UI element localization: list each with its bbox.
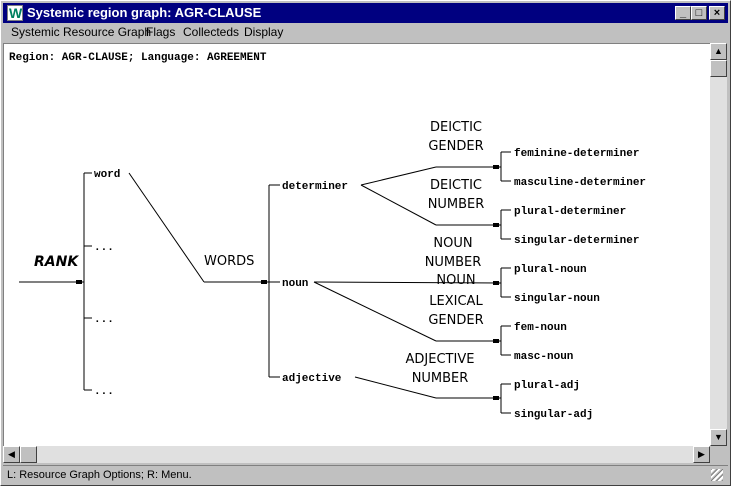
close-icon[interactable]: × [709,6,725,20]
vertical-scrollbar[interactable]: ▲ ▼ [710,43,727,446]
class-adjective[interactable]: adjective [282,373,342,385]
window-title: Systemic region graph: AGR-CLAUSE [27,5,262,20]
scroll-up-icon[interactable]: ▲ [710,43,727,60]
feature-plural-adj[interactable]: plural-adj [514,380,580,392]
scroll-right-icon[interactable]: ▶ [693,446,710,463]
status-text: L: Resource Graph Options; R: Menu. [7,469,192,481]
menu-collecteds[interactable]: Collecteds [183,25,240,39]
feature-singular-adj[interactable]: singular-adj [514,409,593,421]
menu-systemic-resource-graph[interactable]: Systemic Resource Graph [11,25,152,39]
system-noun-number-2[interactable]: NUMBER [425,255,482,270]
system-noun-number-1[interactable]: NOUN [433,236,472,251]
status-bar: L: Resource Graph Options; R: Menu. [3,465,728,484]
title-bar[interactable]: Systemic region graph: AGR-CLAUSE _ □ × [3,3,728,23]
system-deictic-number-2[interactable]: NUMBER [428,197,485,212]
class-determiner[interactable]: determiner [282,181,348,193]
menu-display[interactable]: Display [244,25,284,39]
feature-masculine-determiner[interactable]: masculine-determiner [514,177,646,189]
system-noun-lexical-gender-1[interactable]: NOUN [436,273,475,288]
rank-item-ellipsis-1[interactable]: ... [94,242,114,254]
minimize-icon[interactable]: _ [675,6,691,20]
rank-item-ellipsis-3[interactable]: ... [94,386,114,398]
feature-plural-noun[interactable]: plural-noun [514,264,587,276]
vertical-scroll-thumb[interactable] [710,60,727,77]
feature-singular-noun[interactable]: singular-noun [514,293,600,305]
feature-fem-noun[interactable]: fem-noun [514,322,567,334]
menu-flags[interactable]: Flags [146,25,176,39]
system-adjective-number-1[interactable]: ADJECTIVE [406,352,475,367]
feature-plural-determiner[interactable]: plural-determiner [514,206,626,218]
system-deictic-gender-2[interactable]: GENDER [428,139,483,154]
system-adjective-number-2[interactable]: NUMBER [412,371,469,386]
rank-item-ellipsis-2[interactable]: ... [94,314,114,326]
network-lines [19,151,511,414]
region-header: Region: AGR-CLAUSE; Language: AGREEMENT [9,52,267,64]
scrollbar-corner [710,446,727,463]
menu-bar: Systemic Resource Graph Flags Collecteds… [3,23,728,42]
feature-masc-noun[interactable]: masc-noun [514,351,573,363]
system-deictic-gender-1[interactable]: DEICTIC [430,120,482,135]
class-noun[interactable]: noun [282,278,308,290]
systemic-network-graph[interactable]: Region: AGR-CLAUSE; Language: AGREEMENT [4,44,710,447]
app-logo-icon[interactable] [7,3,23,23]
rank-label[interactable]: RANK [34,254,79,270]
system-noun-lexical-gender-3[interactable]: GENDER [428,313,483,328]
scroll-down-icon[interactable]: ▼ [710,429,727,446]
maximize-icon[interactable]: □ [691,6,707,20]
arrowheads [76,165,499,400]
system-noun-lexical-gender-2[interactable]: LEXICAL [429,294,483,309]
feature-singular-determiner[interactable]: singular-determiner [514,235,639,247]
horizontal-scrollbar[interactable]: ◀ ▶ [3,446,710,463]
system-deictic-number-1[interactable]: DEICTIC [430,178,482,193]
feature-feminine-determiner[interactable]: feminine-determiner [514,148,639,160]
graph-canvas[interactable]: Region: AGR-CLAUSE; Language: AGREEMENT [3,43,710,447]
words-label[interactable]: WORDS [204,254,254,269]
resize-grip-icon[interactable] [711,469,723,481]
horizontal-scroll-thumb[interactable] [20,446,37,463]
scroll-left-icon[interactable]: ◀ [3,446,20,463]
rank-item-word[interactable]: word [94,169,120,181]
